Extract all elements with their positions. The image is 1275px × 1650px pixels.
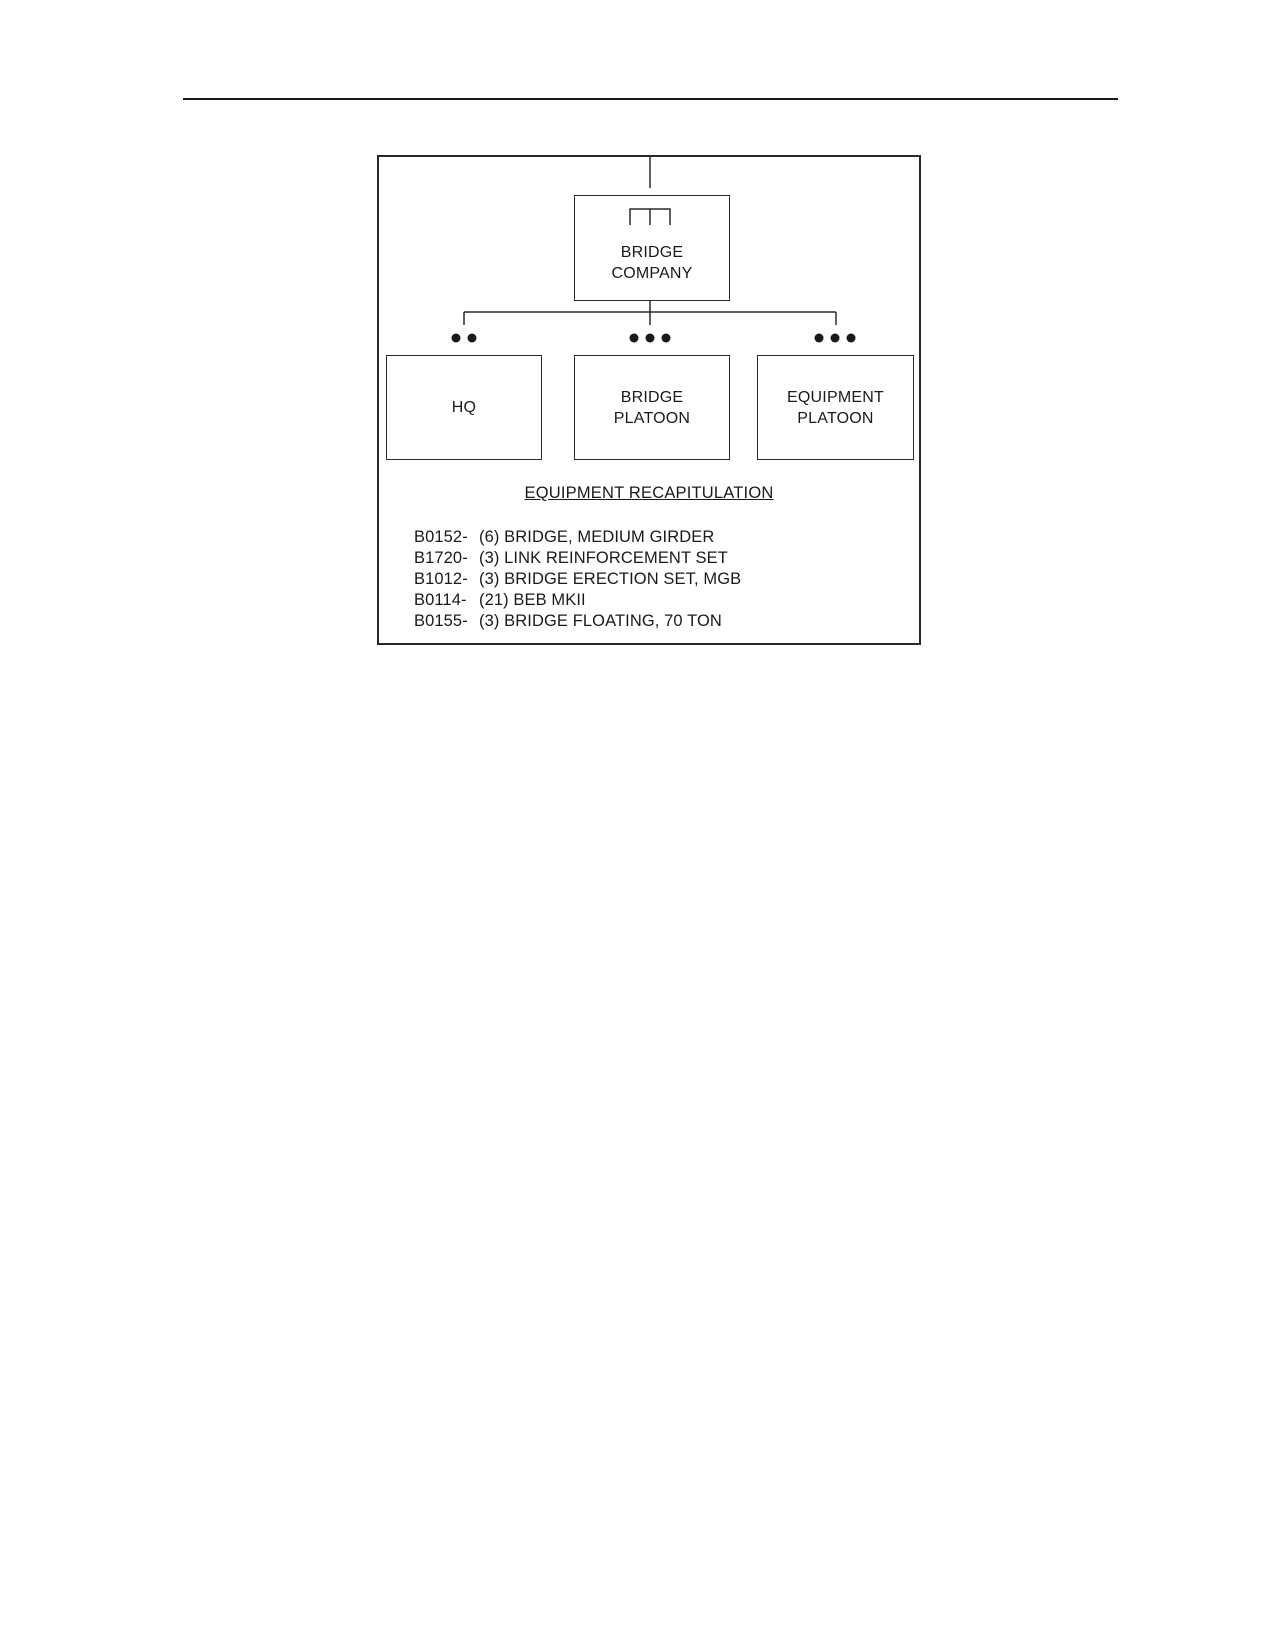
recap-item-code: B0114- bbox=[414, 591, 467, 609]
header-rule bbox=[183, 98, 1118, 100]
bridge-company-label-line1: BRIDGE bbox=[620, 244, 684, 261]
recap-item-code: B1012- bbox=[414, 570, 468, 588]
equipment-recap-title: EQUIPMENT RECAPITULATION bbox=[524, 484, 774, 502]
hq-dot bbox=[467, 333, 477, 343]
recap-item: B1012- (3) BRIDGE ERECTION SET, MGB bbox=[414, 569, 741, 590]
hq-dot bbox=[451, 333, 461, 343]
equipment-platoon-label-line1: EQUIPMENT bbox=[787, 388, 884, 406]
equipment-platoon-dot bbox=[846, 333, 856, 343]
bridge-platoon-label-line2: PLATOON bbox=[613, 409, 691, 427]
recap-item: B1720- (3) LINK REINFORCEMENT SET bbox=[414, 548, 741, 569]
bridge-platoon-dot bbox=[645, 333, 655, 343]
org-chart-figure: BRIDGE COMPANY HQ BRIDGE PLATOON EQUIPME… bbox=[377, 155, 921, 645]
equipment-platoon-dot bbox=[830, 333, 840, 343]
company-bracket-symbol bbox=[629, 208, 671, 225]
equipment-platoon-dot bbox=[814, 333, 824, 343]
recap-item: B0155- (3) BRIDGE FLOATING, 70 TON bbox=[414, 611, 741, 632]
bridge-platoon-dot bbox=[661, 333, 671, 343]
bridge-company-label-line2: COMPANY bbox=[611, 265, 693, 282]
recap-item-code: B0152- bbox=[414, 528, 468, 546]
hq-label: HQ bbox=[451, 399, 477, 416]
recap-item-desc: (6) BRIDGE, MEDIUM GIRDER bbox=[479, 528, 715, 546]
equipment-platoon-box: EQUIPMENT PLATOON bbox=[757, 355, 914, 460]
bridge-platoon-dot bbox=[629, 333, 639, 343]
recap-item-desc: (3) LINK REINFORCEMENT SET bbox=[479, 549, 728, 567]
hq-box: HQ bbox=[386, 355, 542, 460]
recap-item-code: B1720- bbox=[414, 549, 468, 567]
recap-item-code: B0155- bbox=[414, 612, 468, 630]
recap-item-desc: (21) BEB MKII bbox=[479, 591, 586, 609]
recap-item: B0114- (21) BEB MKII bbox=[414, 590, 741, 611]
bridge-platoon-box: BRIDGE PLATOON bbox=[574, 355, 730, 460]
recap-item: B0152- (6) BRIDGE, MEDIUM GIRDER bbox=[414, 527, 741, 548]
recap-item-desc: (3) BRIDGE FLOATING, 70 TON bbox=[479, 612, 722, 630]
equipment-recap-list: B0152- (6) BRIDGE, MEDIUM GIRDER B1720- … bbox=[414, 527, 741, 632]
bridge-platoon-label-line1: BRIDGE bbox=[620, 388, 684, 406]
connector-lines bbox=[451, 157, 856, 343]
bridge-company-box: BRIDGE COMPANY bbox=[574, 195, 730, 301]
recap-item-desc: (3) BRIDGE ERECTION SET, MGB bbox=[479, 570, 742, 588]
equipment-platoon-label-line2: PLATOON bbox=[797, 409, 874, 427]
